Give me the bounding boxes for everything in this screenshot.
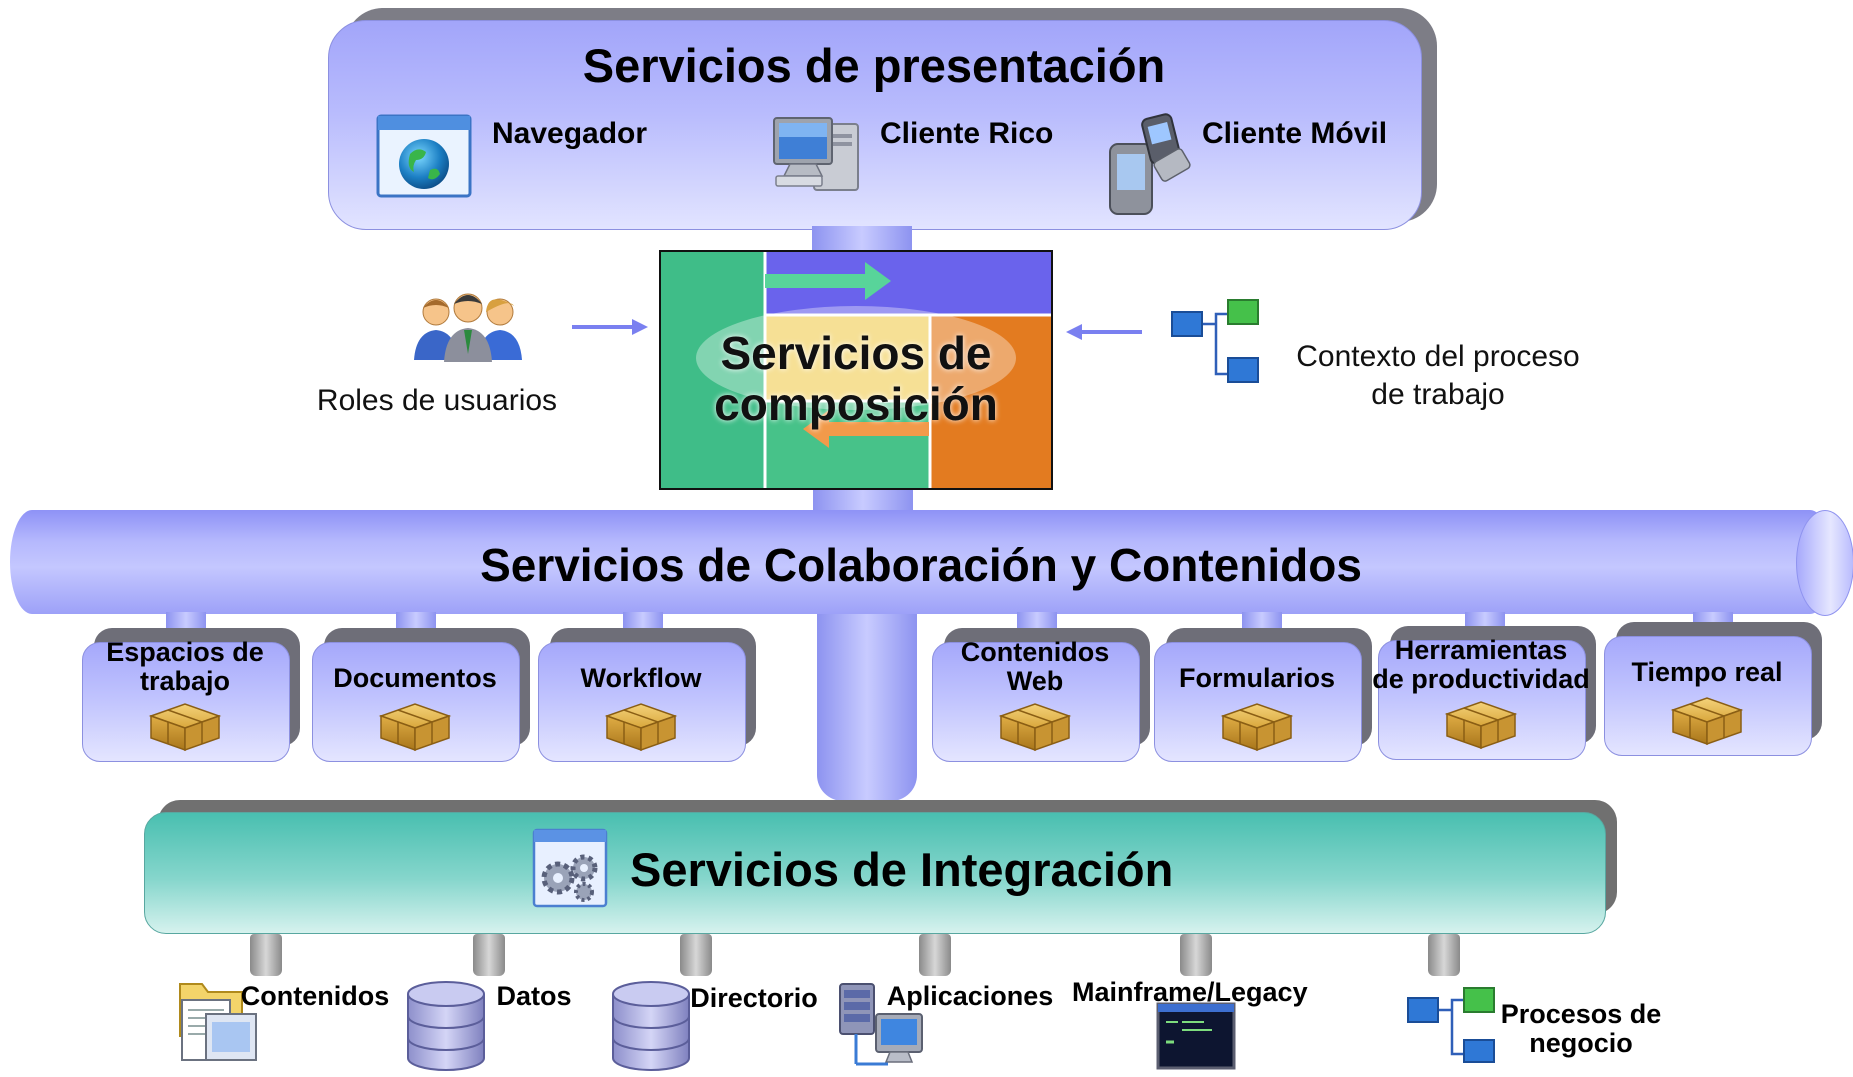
integration-source-label-line1: Directorio: [690, 983, 818, 1013]
roles-arrow-icon: [572, 319, 648, 335]
integration-source-label-line1: Procesos de: [1500, 999, 1662, 1029]
folder-documents-icon: [168, 964, 268, 1069]
service-label-line1: Herramientas: [1394, 635, 1568, 665]
integration-connector-pipe: [919, 934, 951, 976]
package-box-icon-wrapper: [603, 698, 679, 757]
integration-source-label: Contenidos: [240, 982, 390, 1011]
context-label-line2: de trabajo: [1371, 378, 1505, 411]
service-label-line1: Contenidos: [960, 637, 1110, 667]
package-box-icon-wrapper: [1443, 696, 1519, 755]
composition-title-line1: Servicios de: [720, 327, 992, 379]
presentation-services-panel: [328, 20, 1422, 230]
package-box-icon: [1220, 703, 1294, 752]
service-label-line2: Web: [1006, 666, 1064, 696]
browser-globe-icon: [376, 114, 472, 198]
package-box-icon-wrapper: [997, 698, 1073, 757]
integration-source-label-line1: Datos: [496, 981, 572, 1011]
composition-title: Servicios de composición: [659, 328, 1053, 430]
collaboration-bar-end-cap: [1796, 510, 1853, 616]
integration-connector-pipe: [680, 934, 712, 976]
package-box-icon: [1444, 701, 1518, 750]
context-label: Contexto del proceso de trabajo: [1268, 338, 1608, 414]
service-label-line1: Tiempo real: [1631, 657, 1783, 687]
service-label: Workflow: [528, 664, 754, 693]
integration-source-label-line1: Contenidos: [240, 981, 390, 1011]
terminal-screen-icon: [1156, 1002, 1236, 1075]
integration-source-label: Mainframe/Legacy: [1072, 977, 1308, 1007]
desktop-computer-icon: [773, 117, 859, 191]
integration-connector-pipe: [1180, 934, 1212, 976]
process-tree-icon: [1171, 299, 1259, 383]
context-label-line1: Contexto del proceso: [1296, 340, 1580, 373]
integration-title: Servicios de Integración: [630, 843, 1174, 896]
integration-source-label: Directorio: [690, 984, 818, 1013]
presentation-connector: [812, 226, 912, 254]
package-box-icon: [1670, 697, 1744, 746]
collaboration-title: Servicios de Colaboración y Contenidos: [480, 539, 1362, 591]
service-label-line1: Espacios de: [106, 637, 264, 667]
service-label: Formularios: [1144, 664, 1370, 693]
service-label: Documentos: [302, 664, 528, 693]
package-box-icon-wrapper: [377, 698, 453, 757]
database-icon: [609, 980, 693, 1077]
package-box-icon-wrapper: [1219, 698, 1295, 757]
integration-source-label: Datos: [488, 982, 580, 1011]
gears-window-icon: [532, 828, 608, 908]
integration-services-panel: [144, 812, 1606, 934]
composition-mosaic: [661, 252, 1051, 488]
service-label-line1: Workflow: [580, 663, 702, 693]
service-label-line1: Documentos: [333, 663, 497, 693]
client-label-cliente-rico: Cliente Rico: [880, 117, 1054, 150]
database-icon: [404, 980, 488, 1077]
service-label: Tiempo real: [1594, 658, 1820, 687]
integration-source-label-line1: Mainframe/Legacy: [1072, 977, 1308, 1007]
service-label-line1: Formularios: [1178, 663, 1336, 693]
client-label-navegador: Navegador: [492, 117, 648, 150]
package-box-icon-wrapper: [147, 698, 223, 757]
service-label-line2: trabajo: [139, 666, 231, 696]
roles-label: Roles de usuarios: [316, 384, 558, 417]
composition-graphic: [659, 250, 1053, 490]
context-arrow-icon: [1066, 324, 1142, 340]
package-box-icon: [604, 703, 678, 752]
composition-title-line2: composición: [714, 378, 998, 430]
integration-source-label-line2: negocio: [1529, 1028, 1633, 1058]
integration-connector-pipe: [473, 934, 505, 976]
process-tree-icon: [1406, 984, 1496, 1069]
collaboration-services-bar: [10, 510, 1832, 614]
service-label-line2: de productividad: [1372, 664, 1590, 694]
package-box-icon: [998, 703, 1072, 752]
integration-connector-pipe: [1428, 934, 1460, 976]
integration-source-label: Aplicaciones: [886, 982, 1054, 1011]
package-box-icon: [148, 703, 222, 752]
users-group-icon: [414, 293, 522, 362]
integration-source-label-line1: Aplicaciones: [886, 981, 1054, 1011]
package-box-icon-wrapper: [1669, 692, 1745, 751]
mobile-devices-icon: [1109, 113, 1191, 215]
package-box-icon: [378, 703, 452, 752]
client-label-cliente-movil: Cliente Móvil: [1202, 117, 1388, 150]
integration-connector-pipe: [250, 934, 282, 976]
integration-connector: [817, 605, 917, 801]
presentation-title: Servicios de presentación: [582, 39, 1166, 92]
server-computer-icon: [836, 980, 926, 1077]
